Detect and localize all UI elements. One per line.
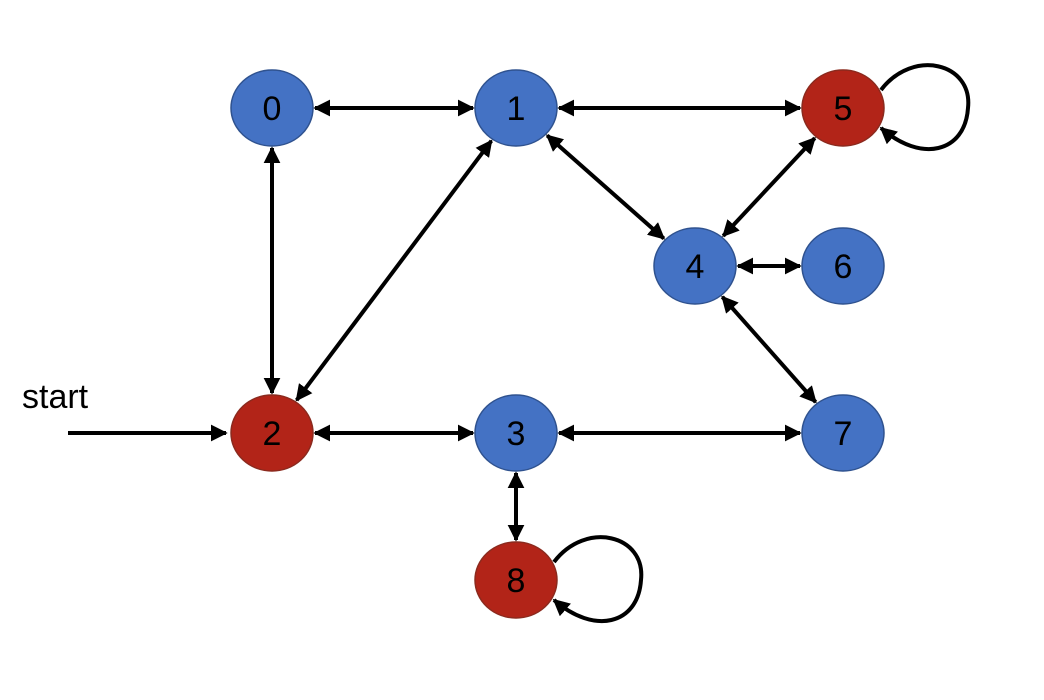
node-3: 3 [474, 394, 558, 472]
node-label: 3 [507, 415, 526, 453]
node-5: 5 [801, 69, 885, 147]
state-circle [474, 394, 558, 472]
start-arrow: start [22, 378, 228, 442]
edge-1-4 [545, 134, 666, 240]
node-7: 7 [801, 394, 885, 472]
node-label: 4 [686, 248, 705, 286]
self-loop-5 [879, 63, 971, 152]
state-circle [801, 227, 885, 305]
accepting-state-circle [474, 541, 558, 619]
edge-5-4 [721, 136, 817, 238]
accepting-state-circle [801, 69, 885, 147]
node-0: 0 [230, 69, 314, 147]
nodes-layer: 0 1 2 3 4 5 6 7 8 [230, 69, 885, 619]
node-label: 5 [834, 90, 853, 128]
node-2: 2 [230, 394, 314, 472]
state-circle [230, 69, 314, 147]
state-circle [653, 227, 737, 305]
node-label: 2 [263, 415, 282, 453]
state-circle [801, 394, 885, 472]
edge-1-2 [295, 139, 493, 402]
node-label: 6 [834, 248, 853, 286]
state-circle [474, 69, 558, 147]
edges-layer [263, 99, 818, 542]
self-loop-8 [552, 535, 644, 624]
node-label: 7 [834, 415, 853, 453]
self-loops-layer [552, 63, 971, 624]
node-label: 1 [507, 90, 526, 128]
node-label: 8 [507, 562, 526, 600]
node-1: 1 [474, 69, 558, 147]
accepting-state-circle [230, 394, 314, 472]
node-6: 6 [801, 227, 885, 305]
node-4: 4 [653, 227, 737, 305]
edge-4-7 [720, 295, 818, 404]
node-8: 8 [474, 541, 558, 619]
node-label: 0 [263, 90, 282, 128]
start-label: start [22, 378, 89, 416]
